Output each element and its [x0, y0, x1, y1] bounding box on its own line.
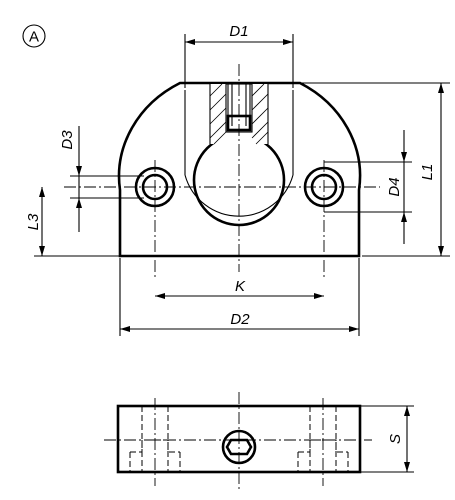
view-label-marker: A — [22, 24, 46, 48]
right-hole-hidden-lines — [297, 398, 349, 486]
dimension-k: K — [155, 278, 324, 299]
dimension-d2: D2 — [119, 258, 360, 336]
label-k: K — [235, 278, 246, 295]
right-mounting-hole — [303, 160, 345, 280]
dimension-s: S — [360, 405, 414, 473]
label-l3: L3 — [25, 213, 42, 230]
dimension-l1: L1 — [300, 82, 450, 257]
view-label-circle — [22, 24, 46, 48]
dimension-l3: L3 — [25, 187, 120, 257]
left-mounting-hole — [134, 160, 176, 280]
label-d1: D1 — [229, 23, 248, 40]
label-d2: D2 — [230, 311, 250, 328]
dimension-d1: D1 — [184, 23, 294, 88]
label-d3: D3 — [59, 130, 76, 150]
set-screw-end-view — [221, 429, 257, 465]
front-view: D1 L1 D4 D3 — [25, 23, 450, 336]
bore-inner-arc — [184, 174, 294, 217]
view-label-text: A — [29, 29, 39, 46]
label-l1: L1 — [419, 164, 436, 181]
dimension-d4: D4 — [324, 130, 412, 244]
dimension-d3: D3 — [59, 126, 144, 232]
label-d4: D4 — [386, 177, 403, 196]
bottom-view: S — [104, 392, 414, 490]
label-s: S — [387, 434, 404, 444]
